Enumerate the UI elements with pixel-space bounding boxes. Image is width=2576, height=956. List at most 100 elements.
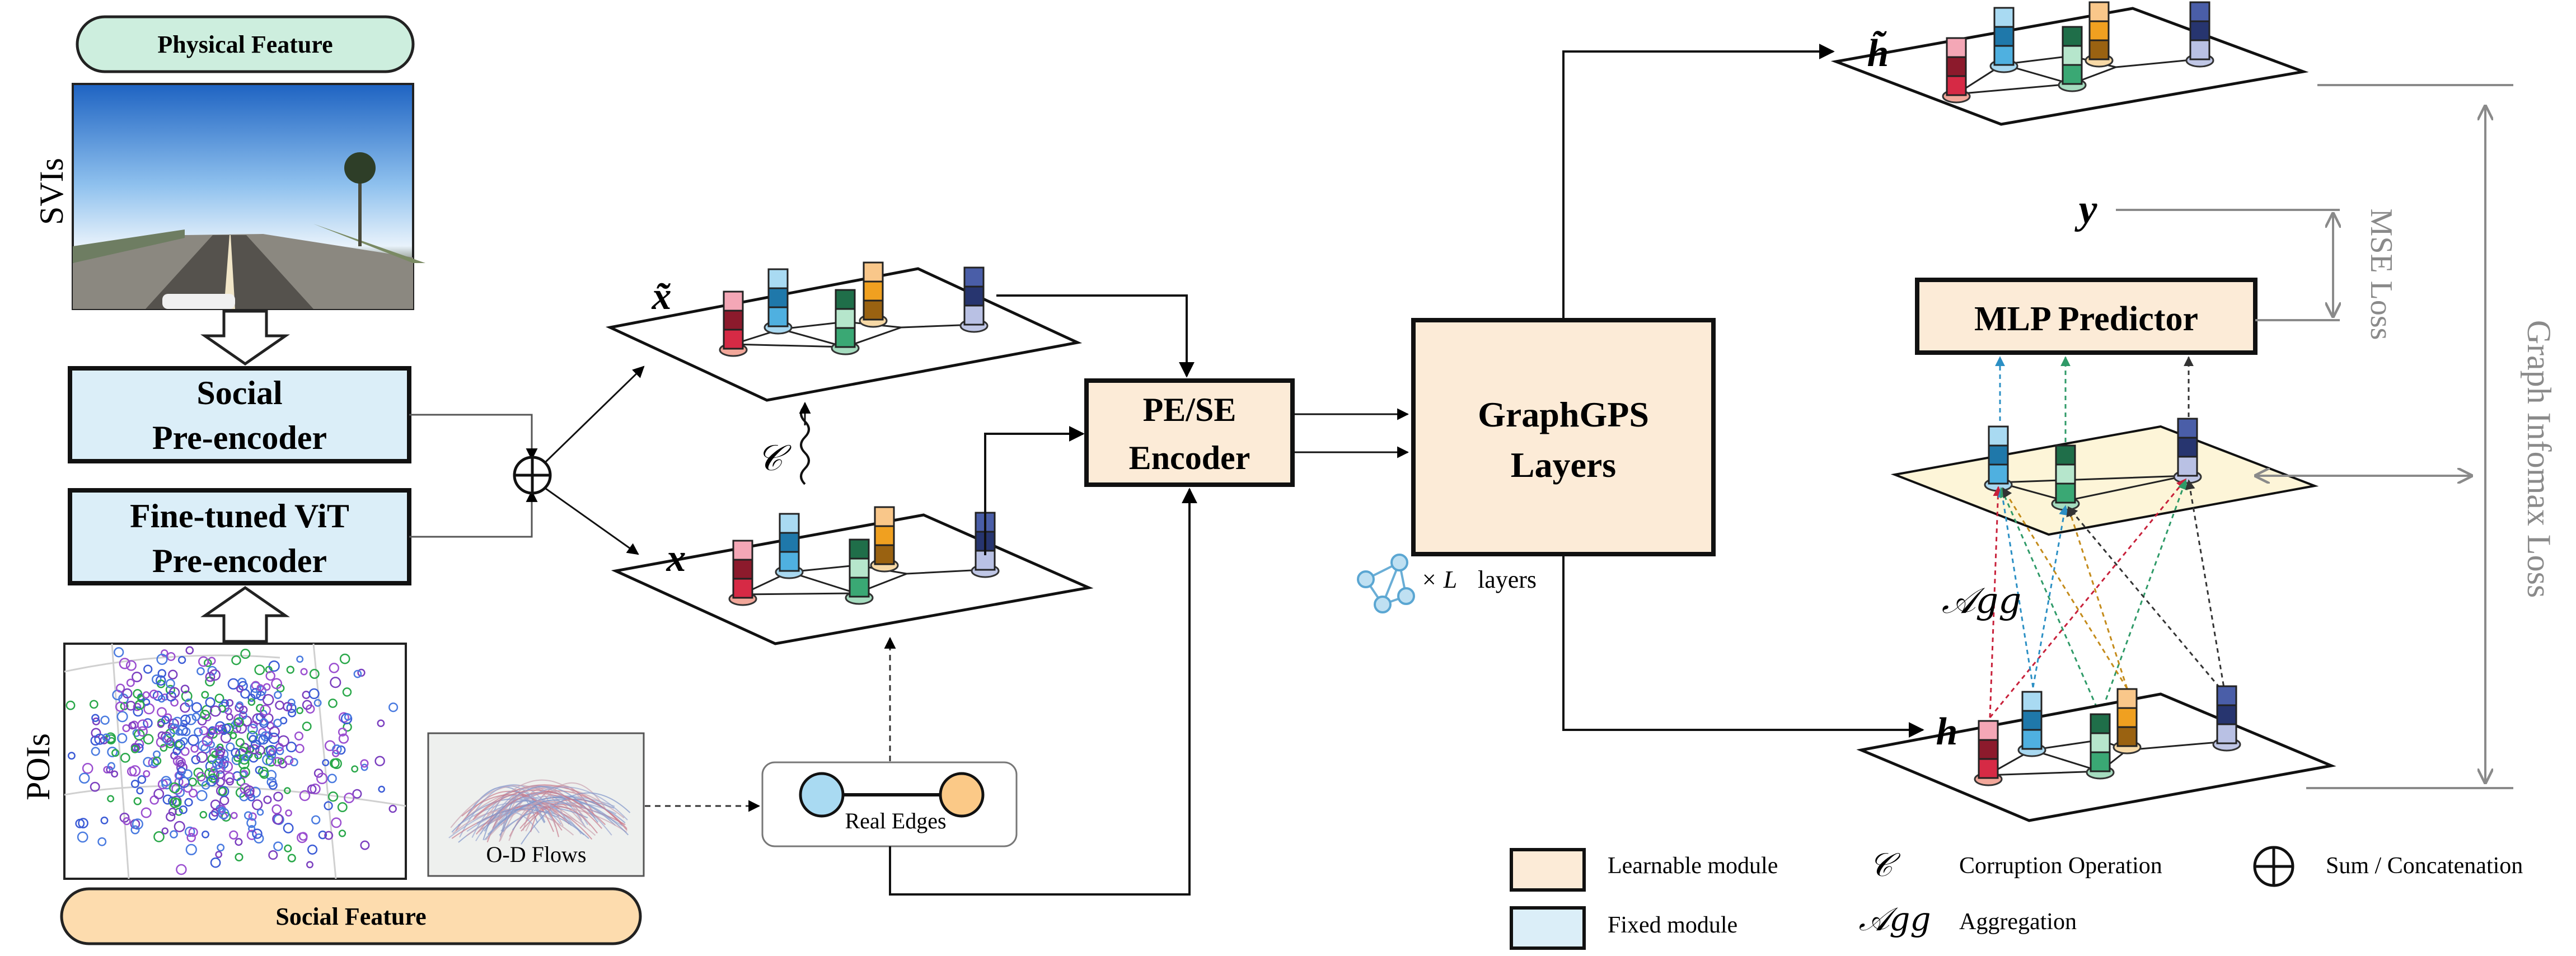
od-flow-arc (490, 786, 628, 833)
layers-word: layers (1478, 566, 1537, 593)
poi-marker (168, 796, 177, 805)
poi-marker (172, 747, 181, 756)
poi-marker (265, 671, 275, 681)
poi-marker (194, 727, 203, 737)
poi-marker (161, 827, 169, 835)
poi-marker (130, 825, 140, 835)
poi-marker (179, 805, 188, 814)
poi-marker (302, 700, 312, 710)
street-view-image (72, 83, 425, 310)
legend-sum-text: Sum / Concatenation (2326, 853, 2523, 879)
poi-marker (155, 675, 166, 686)
social-feature-pill: Social Feature (60, 887, 642, 945)
poi-marker (140, 807, 152, 818)
poi-marker (273, 718, 282, 728)
poi-marker (161, 716, 170, 724)
poi-marker (360, 840, 370, 850)
poi-marker (357, 668, 366, 677)
poi-marker (307, 844, 318, 855)
poi-marker (161, 649, 168, 657)
social-to-sum-line (409, 414, 538, 461)
h-graph (1856, 685, 2336, 822)
poi-marker (328, 699, 338, 708)
poi-marker (240, 649, 251, 659)
poi-marker (125, 660, 137, 671)
vit-preencoder-line1: Fine-tuned ViT (130, 498, 349, 535)
poi-marker (186, 833, 196, 842)
poi-marker (263, 795, 272, 804)
od-flows-label: O-D Flows (486, 842, 587, 867)
poi-marker (185, 714, 196, 725)
poi-marker (214, 693, 224, 704)
poi-marker (161, 776, 172, 786)
poi-marker (311, 815, 321, 824)
poi-marker (130, 744, 139, 753)
legend-learnable-text: Learnable module (1608, 853, 1778, 879)
poi-marker (182, 769, 193, 779)
poi-marker (273, 841, 283, 851)
poi-marker (236, 685, 244, 693)
od-flow-arc (525, 782, 607, 832)
poi-marker (248, 825, 256, 833)
physical-feature-label: Physical Feature (157, 31, 332, 58)
poi-marker (102, 733, 111, 742)
poi-marker (107, 762, 115, 770)
poi-marker (260, 718, 268, 726)
poi-marker (176, 864, 187, 875)
poi-marker (216, 770, 225, 779)
physical-feature-pill: Physical Feature (76, 15, 415, 73)
poi-marker (165, 678, 175, 688)
poi-marker (97, 837, 107, 846)
poi-marker (172, 716, 182, 727)
sum-to-x-arrow (545, 488, 639, 555)
od-flow-arc (521, 792, 631, 845)
poi-marker (143, 664, 153, 674)
graphgps-box: GraphGPS Layers (1411, 318, 1716, 556)
poi-marker (169, 782, 180, 794)
poi-marker (115, 701, 126, 712)
x-to-pese-arrow (984, 426, 1085, 555)
poi-marker (191, 755, 201, 765)
poi-marker (132, 729, 140, 737)
poi-marker (152, 756, 162, 766)
poi-marker (324, 801, 333, 810)
poi-marker (298, 832, 308, 841)
poi-marker (289, 758, 298, 767)
poi-marker (116, 683, 125, 693)
poi-marker (251, 799, 263, 810)
svis-label: SVIs (33, 158, 70, 225)
poi-marker (77, 831, 88, 843)
poi-marker (199, 810, 208, 819)
poi-marker (180, 737, 188, 746)
od-flow-arc (450, 785, 584, 828)
od-flow-arc (467, 785, 554, 821)
infomax-label: Graph Infomax Loss (2521, 320, 2558, 598)
poi-marker (114, 647, 124, 658)
poi-marker (330, 758, 340, 768)
poi-marker (78, 772, 90, 784)
poi-marker (188, 827, 198, 837)
poi-marker (208, 768, 219, 780)
poi-marker (168, 687, 180, 699)
x-label: x (666, 537, 686, 580)
poi-marker (210, 799, 221, 810)
poi-marker (201, 691, 209, 699)
od-flow-arc (487, 779, 593, 816)
poi-marker (160, 744, 168, 752)
poi-marker (256, 808, 264, 816)
od-flow-arc (476, 808, 589, 839)
poi-marker (271, 678, 283, 690)
poi-marker (284, 844, 292, 852)
poi-marker (273, 791, 283, 802)
poi-marker (169, 797, 180, 808)
poi-marker (168, 807, 177, 816)
mlp-label: MLP Predictor (1974, 300, 2198, 338)
poi-marker (92, 717, 100, 725)
poi-marker (288, 709, 297, 718)
poi-marker (286, 666, 294, 674)
poi-marker (134, 743, 144, 753)
poi-marker (221, 812, 231, 822)
poi-marker (217, 843, 225, 852)
poi-marker (202, 830, 209, 838)
poi-marker (128, 721, 137, 730)
